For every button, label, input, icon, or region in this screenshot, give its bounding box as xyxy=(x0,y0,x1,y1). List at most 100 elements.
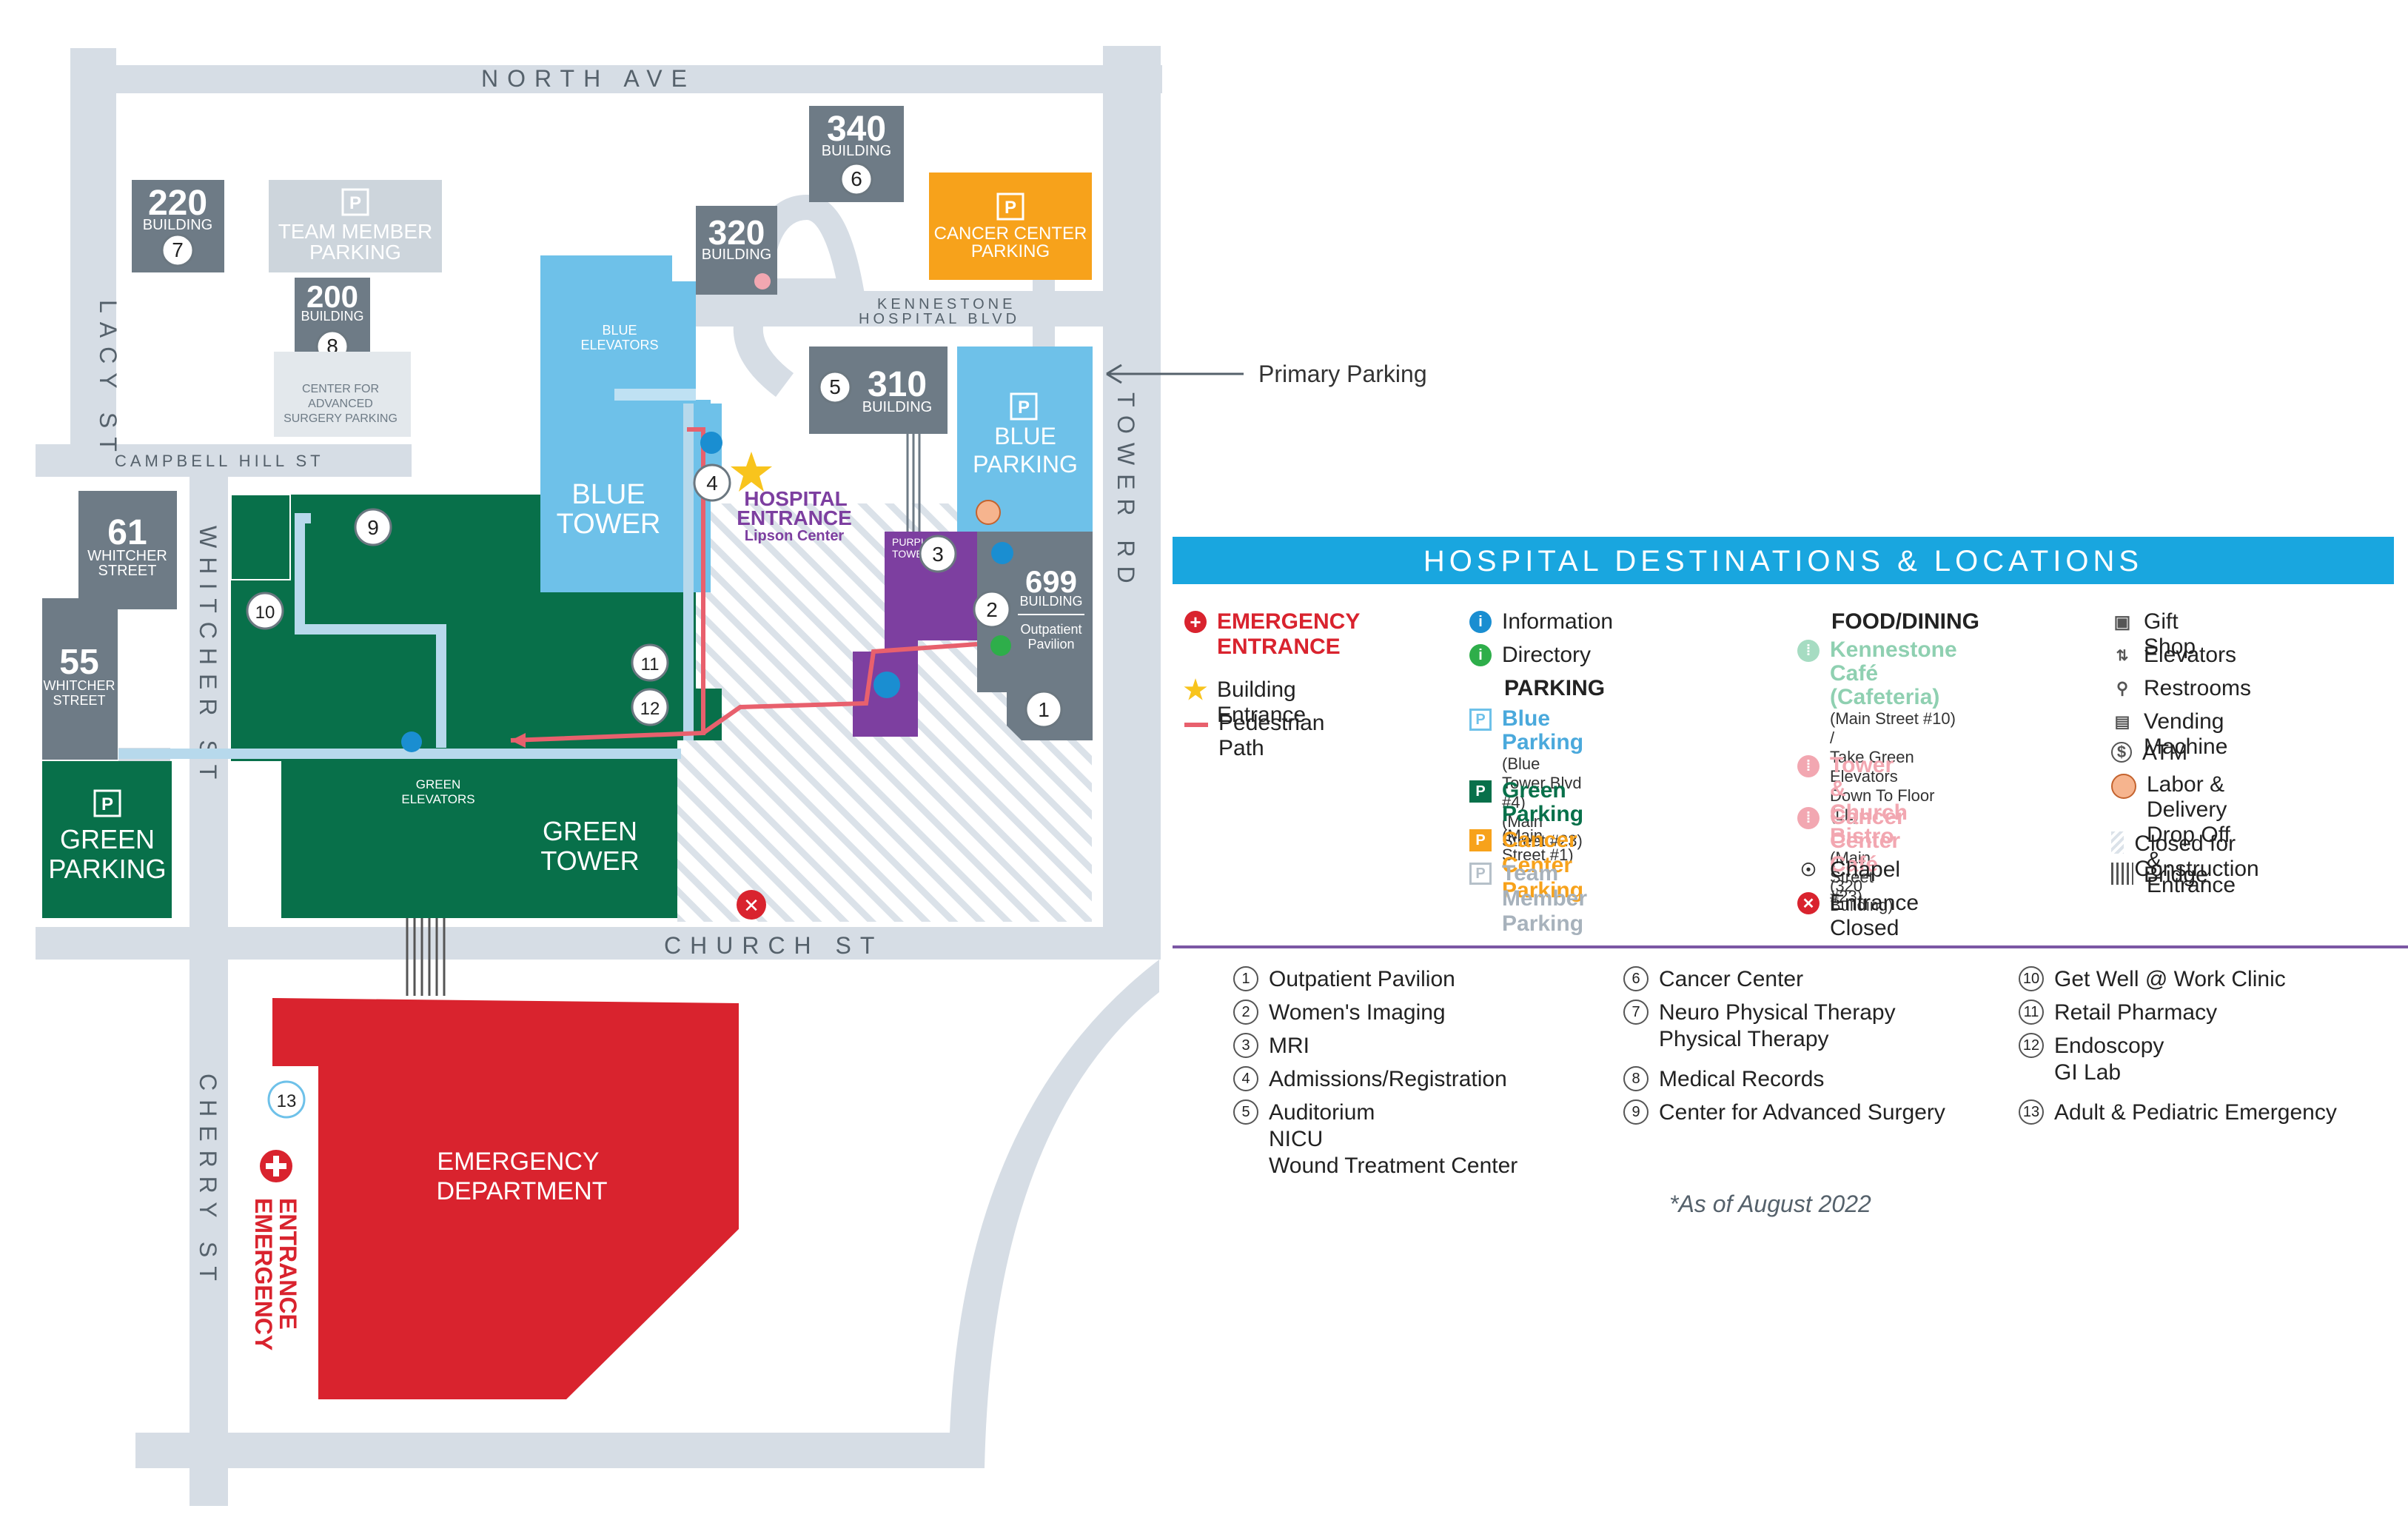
casp-label-3: SURGERY PARKING xyxy=(284,412,398,425)
primary-parking-callout: Primary Parking xyxy=(1106,361,1427,387)
church-st-road xyxy=(36,927,1159,960)
directory-icon: i xyxy=(1469,644,1492,666)
destination-line: Get Well @ Work Clinic xyxy=(2054,967,2286,991)
legend-tower-bistro-label: Tower & Church Bistro xyxy=(1830,753,1908,848)
building-55-whitcher[interactable]: 55 WHITCHER STREET xyxy=(42,598,118,760)
legend-chapel: ☉ Chapel xyxy=(1797,857,1900,883)
destination-line: NICU xyxy=(1269,1127,1324,1151)
curved-road xyxy=(950,960,1159,1468)
building-220[interactable]: 220 BUILDING 7 xyxy=(132,180,224,272)
campbell-hill-road xyxy=(36,444,412,477)
legend-building-entrance-text: Building Entrance xyxy=(1217,677,1307,727)
elevator-icon: ⇅ xyxy=(2116,647,2129,664)
legend-elevators: ⇅ Elevators xyxy=(2111,643,2236,668)
hospital-entrance-label-2: ENTRANCE xyxy=(737,506,852,529)
legend-tower-bistro-text: Tower & Church Bistro (Main Street #23) xyxy=(1830,754,1908,906)
legend-blue-parking-text: Blue Parking (Blue Tower Blvd #4) (Main … xyxy=(1502,707,1583,851)
emergency-entrance-marker[interactable]: EMERGENCY ENTRANCE xyxy=(250,1150,301,1350)
vending-icon: ▤ xyxy=(2114,712,2130,731)
marker-12: 12 xyxy=(640,699,660,719)
legend-labor-delivery: Labor & Delivery Drop Off & Entrance xyxy=(2111,772,2236,898)
legend-cancer-cafe-text: Cancer Center Café (320 Building) xyxy=(1830,806,1905,915)
emergency-department[interactable]: EMERGENCY DEPARTMENT xyxy=(272,998,739,1399)
legend-restrooms-text: Restrooms xyxy=(2144,676,2252,700)
cancer-cafe-icon xyxy=(754,273,771,289)
legend-tower-bistro: ⁞ Tower & Church Bistro (Main Street #23… xyxy=(1797,754,1908,906)
green-parking[interactable]: P GREEN PARKING xyxy=(42,761,172,918)
building-320-number: 320 xyxy=(708,213,765,252)
destination-text: Adult & Pediatric Emergency xyxy=(2054,1099,2337,1126)
casp-label-2: ADVANCED xyxy=(308,398,373,410)
legend-blue-parking-label: Blue Parking xyxy=(1502,706,1584,754)
blue-p-icon: P xyxy=(1469,709,1492,731)
info-markers xyxy=(401,432,1013,752)
legend-tower-bistro-sub: (Main Street #23) xyxy=(1830,848,1874,905)
building-699-label: BUILDING xyxy=(1019,594,1082,609)
legend-pedestrian-path: Pedestrian Path xyxy=(1184,711,1333,761)
destination-text: Center for Advanced Surgery xyxy=(1659,1099,1945,1126)
destination-item[interactable]: 13 Adult & Pediatric Emergency xyxy=(2019,1099,2337,1126)
legend-information-text: Information xyxy=(1502,609,1614,634)
building-61-label-2: STREET xyxy=(98,563,157,579)
legend-vending-text: Vending Machine xyxy=(2144,709,2228,759)
cherry-st-label: CHERRY ST xyxy=(195,1074,221,1290)
as-of-note: *As of August 2022 xyxy=(1669,1191,1871,1217)
destination-number: 11 xyxy=(2019,1000,2044,1025)
numbered-markers[interactable]: 9 10 11 12 4 3 2 1 13 xyxy=(246,463,1063,1119)
legend-emergency-1: EMERGENCY xyxy=(1217,609,1361,634)
path-arrow xyxy=(511,733,526,748)
center-advanced-surgery-parking[interactable]: CENTER FOR ADVANCED SURGERY PARKING xyxy=(274,352,411,437)
building-310[interactable]: 5 310 BUILDING xyxy=(809,346,948,434)
hospital-entrance[interactable]: HOSPITAL ENTRANCE Lipson Center xyxy=(731,452,852,544)
legend-blue-parking: P Blue Parking (Blue Tower Blvd #4) (Mai… xyxy=(1469,707,1583,851)
green-tower-label-2: TOWER xyxy=(540,846,639,876)
team-member-parking[interactable]: P TEAM MEMBER PARKING xyxy=(269,180,442,272)
legend-emergency-entrance: + EMERGENCY ENTRANCE xyxy=(1184,609,1360,660)
green-parking-label-1: GREEN xyxy=(60,824,155,854)
marker-7: 7 xyxy=(172,238,184,261)
destination-line: Admissions/Registration xyxy=(1269,1067,1507,1091)
legend-directory: i Directory xyxy=(1469,643,1591,668)
cancer-center-parking[interactable]: P CANCER CENTER PARKING xyxy=(929,173,1092,280)
building-340[interactable]: 340 BUILDING 6 xyxy=(809,106,904,202)
building-55-label-2: STREET xyxy=(53,693,105,708)
blue-parking[interactable]: P BLUE PARKING xyxy=(957,346,1093,532)
marker-4: 4 xyxy=(706,472,718,495)
bridge-310 xyxy=(906,434,921,533)
legend-food-heading: FOOD/DINING xyxy=(1831,609,1979,634)
info-icon-2 xyxy=(991,542,1013,564)
cancer-parking-label-1: CANCER CENTER xyxy=(934,224,1087,244)
pedestrian-path xyxy=(510,427,978,743)
building-320[interactable]: 320 BUILDING xyxy=(696,206,777,295)
legend-cancer-parking: P Cancer Center Parking xyxy=(1469,828,1583,903)
marker-11: 11 xyxy=(641,654,660,674)
blue-parking-label-2: PARKING xyxy=(973,451,1078,478)
building-61-whitcher[interactable]: 61 WHITCHER STREET xyxy=(78,491,177,609)
green-parking-label-2: PARKING xyxy=(48,854,166,884)
green-tower[interactable]: GREEN TOWER GREEN ELEVATORS xyxy=(230,494,722,918)
green-elevators-label-2: ELEVATORS xyxy=(401,792,474,806)
legend-kennestone-cafe-text: Kennestone Café (Cafeteria) (Main Street… xyxy=(1830,638,1957,825)
entrance-closed-marker: ✕ xyxy=(737,890,766,920)
destination-number: 13 xyxy=(2019,1099,2044,1125)
blue-tower[interactable]: BLUE ELEVATORS BLUE TOWER xyxy=(540,255,711,592)
legend-cancer-cafe: ⁞ Cancer Center Café (320 Building) xyxy=(1797,806,1905,915)
building-699[interactable]: 699 BUILDING Outpatient Pavilion xyxy=(977,532,1093,740)
gray-p-icon: P xyxy=(1469,863,1492,885)
legend-emergency-2: ENTRANCE xyxy=(1217,635,1341,659)
whitcher-st-label: WHITCHER ST xyxy=(195,526,221,788)
